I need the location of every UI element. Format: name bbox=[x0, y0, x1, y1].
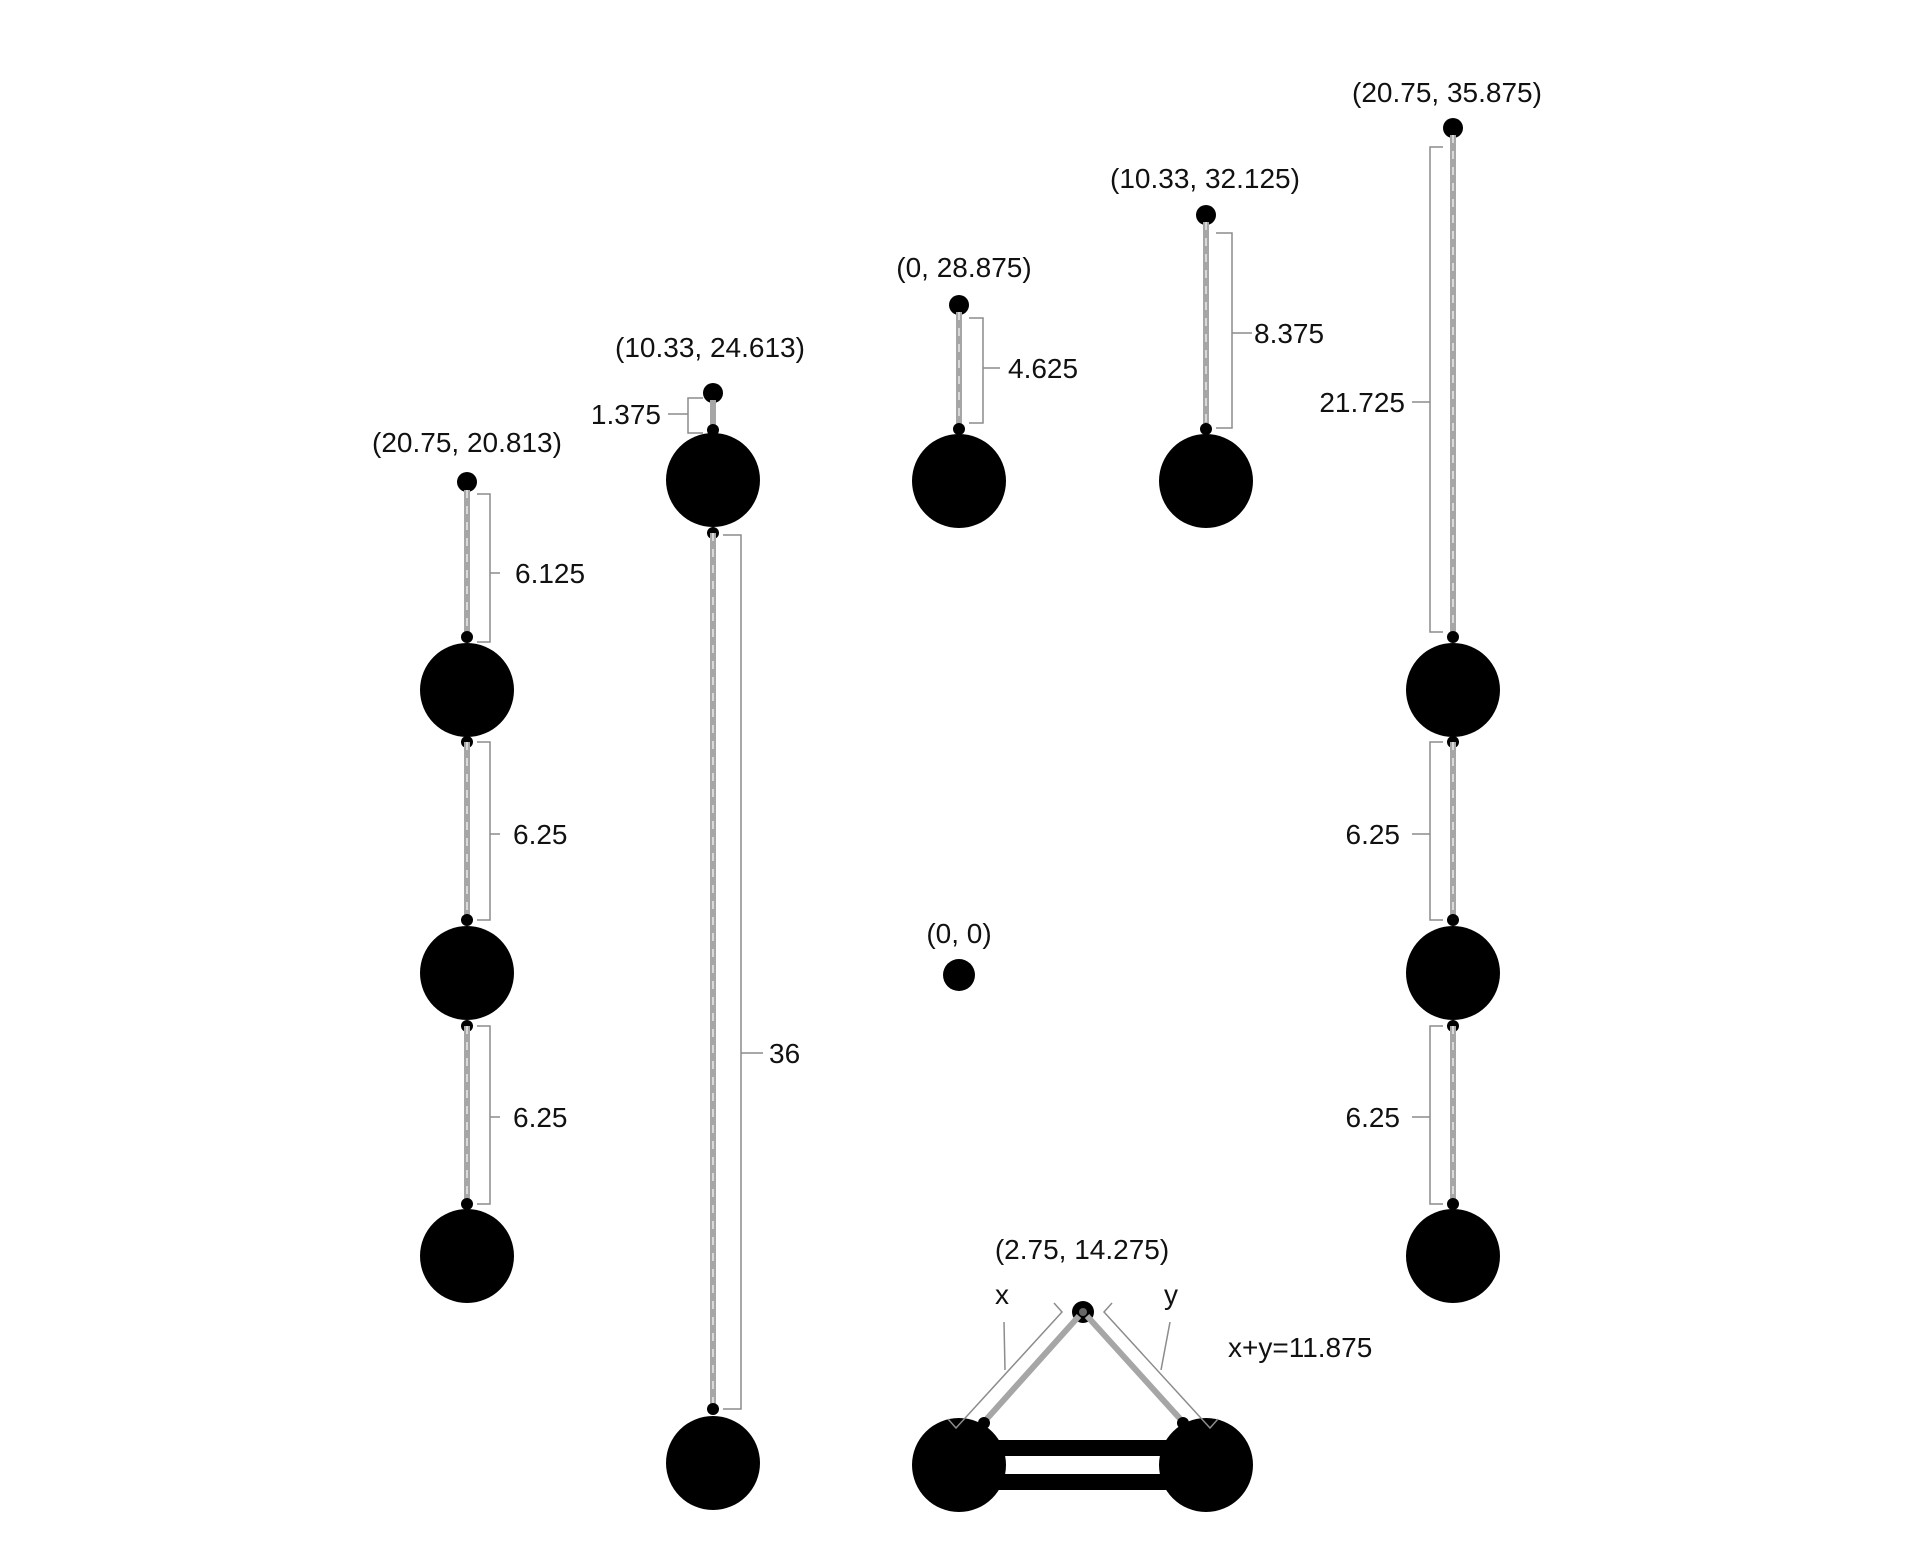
bracket-left-3 bbox=[477, 1025, 500, 1205]
anchor-point-triangle-inner bbox=[1079, 1308, 1087, 1316]
length-label-right-2: 6.25 bbox=[1346, 819, 1401, 850]
origin-point bbox=[943, 959, 975, 991]
coord-label-right: (20.75, 35.875) bbox=[1352, 77, 1542, 108]
triangle-label-y: y bbox=[1164, 1279, 1178, 1310]
column-second: (10.33, 24.613) 1.375 36 bbox=[591, 332, 805, 1510]
coord-label-origin: (0, 0) bbox=[926, 918, 991, 949]
bracket-left-1 bbox=[477, 493, 500, 643]
sphere-triangle-left bbox=[912, 1418, 1006, 1512]
column-left: (20.75, 20.813) 6.125 6.25 6.25 bbox=[372, 427, 585, 1303]
length-label-left-3: 6.25 bbox=[513, 1102, 568, 1133]
column-fourth: (10.33, 32.125) 8.375 bbox=[1110, 163, 1324, 528]
joint-left-1 bbox=[461, 631, 473, 643]
bracket-second-short bbox=[668, 397, 703, 434]
length-label-second-long: 36 bbox=[769, 1038, 800, 1069]
rod-triangle-right bbox=[1084, 1313, 1186, 1425]
length-label-right-3: 6.25 bbox=[1346, 1102, 1401, 1133]
length-label-left-1: 6.125 bbox=[515, 558, 585, 589]
sphere-second-1 bbox=[666, 433, 760, 527]
joint-second-3 bbox=[707, 1403, 719, 1415]
column-right: (20.75, 35.875) 21.725 6.25 6.25 bbox=[1319, 77, 1542, 1303]
length-label-left-2: 6.25 bbox=[513, 819, 568, 850]
joint-left-3 bbox=[461, 914, 473, 926]
joint-right-3 bbox=[1447, 914, 1459, 926]
anchor-point-right bbox=[1443, 118, 1463, 138]
coord-label-second: (10.33, 24.613) bbox=[615, 332, 805, 363]
length-label-fourth: 8.375 bbox=[1254, 318, 1324, 349]
length-label-second-short: 1.375 bbox=[591, 399, 661, 430]
dumbbell-bar-bottom bbox=[960, 1474, 1206, 1490]
sphere-right-2 bbox=[1406, 926, 1500, 1020]
bracket-fourth bbox=[1216, 232, 1252, 429]
triangle-sum-label: x+y=11.875 bbox=[1228, 1332, 1372, 1363]
sphere-right-3 bbox=[1406, 1209, 1500, 1303]
coord-label-fourth: (10.33, 32.125) bbox=[1110, 163, 1300, 194]
bracket-triangle-y bbox=[1102, 1302, 1219, 1430]
triangle-label-x: x bbox=[995, 1279, 1009, 1310]
joint-left-5 bbox=[461, 1198, 473, 1210]
sphere-second-2 bbox=[666, 1416, 760, 1510]
joint-center-1 bbox=[953, 423, 965, 435]
joint-second-1 bbox=[707, 424, 719, 436]
joint-fourth-1 bbox=[1200, 423, 1212, 435]
bracket-left-2 bbox=[477, 741, 500, 921]
coord-label-triangle: (2.75, 14.275) bbox=[995, 1234, 1169, 1265]
bracket-right-1 bbox=[1412, 146, 1443, 633]
origin: (0, 0) bbox=[926, 918, 992, 991]
sphere-left-1 bbox=[420, 643, 514, 737]
bracket-right-3 bbox=[1412, 1025, 1443, 1205]
anchor-point-center bbox=[949, 295, 969, 315]
rod-triangle-left bbox=[981, 1313, 1082, 1425]
joint-right-5 bbox=[1447, 1198, 1459, 1210]
coord-label-left: (20.75, 20.813) bbox=[372, 427, 562, 458]
sphere-triangle-right bbox=[1159, 1418, 1253, 1512]
bracket-right-2 bbox=[1412, 741, 1443, 921]
triangle-assembly: (2.75, 14.275) x y x+y=11.875 bbox=[912, 1234, 1372, 1512]
dumbbell-bar-top bbox=[960, 1440, 1206, 1456]
sphere-fourth bbox=[1159, 434, 1253, 528]
anchor-point-left bbox=[457, 472, 477, 492]
bracket-second-long bbox=[723, 534, 763, 1410]
coord-label-center-top: (0, 28.875) bbox=[896, 252, 1031, 283]
joint-right-1 bbox=[1447, 631, 1459, 643]
length-label-right-1: 21.725 bbox=[1319, 387, 1405, 418]
length-label-center: 4.625 bbox=[1008, 353, 1078, 384]
sphere-left-2 bbox=[420, 926, 514, 1020]
bracket-center bbox=[969, 317, 1000, 424]
anchor-point-fourth bbox=[1196, 205, 1216, 225]
sphere-right-1 bbox=[1406, 643, 1500, 737]
sphere-center bbox=[912, 434, 1006, 528]
anchor-point-second bbox=[703, 383, 723, 403]
column-center: (0, 28.875) 4.625 bbox=[896, 252, 1078, 528]
sphere-left-3 bbox=[420, 1209, 514, 1303]
bracket-triangle-x bbox=[947, 1302, 1064, 1430]
